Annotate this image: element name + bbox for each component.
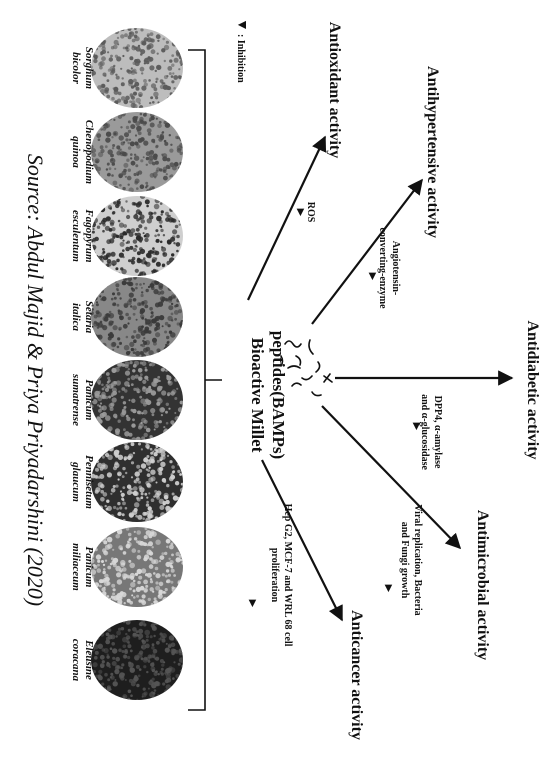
svg-text:DPP4, α-amylase: DPP4, α-amylase	[432, 396, 443, 469]
antihypertensive-title: Antihypertensive activity	[424, 66, 441, 238]
svg-text:and Fungi growth: and Fungi growth	[399, 522, 410, 599]
millet-labels: SorghumbicolorChenopodiumquinoaFagopyrum…	[70, 47, 95, 682]
millet-species: italica	[70, 303, 82, 332]
millet-genus: Sorghum	[83, 47, 95, 90]
antihypertensive-target: Angiotensin- converting-enzyme	[377, 227, 401, 309]
svg-text:Viral replication, Bacteria: Viral replication, Bacteria	[412, 504, 423, 615]
seed-image-3	[89, 194, 184, 278]
arrow-antihypertensive	[312, 180, 422, 324]
millet-genus: Panicum	[83, 547, 95, 588]
svg-text:Antihypertensive activity: Antihypertensive activity	[424, 66, 441, 238]
legend: ▼ : Inhibition	[234, 18, 249, 83]
svg-text:proliferation: proliferation	[269, 548, 280, 603]
anticancer-target: Hep G2, MCF-7 and WRL 68 cell proliferat…	[269, 504, 293, 647]
legend-label: : Inhibition	[235, 34, 246, 83]
millet-species: quinoa	[70, 136, 82, 168]
antioxidant-title: Antioxidant activity	[326, 22, 343, 158]
antimicrobial-target: Viral replication, Bacteria and Fungi gr…	[399, 504, 423, 615]
seed-image-2	[89, 110, 185, 193]
svg-text:Antimicrobial activity: Antimicrobial activity	[474, 510, 491, 660]
source-text: Source: Abdul Majid & Priya Priyadarshin…	[23, 154, 48, 606]
millet-genus: Fagopyrum	[83, 208, 95, 263]
seed-image-1	[89, 26, 185, 110]
antihypertensive-inhibition-icon: ▼	[366, 268, 379, 283]
seed-image-8	[90, 619, 184, 703]
millet-species: bicolor	[70, 52, 82, 84]
millet-species: sumatrense	[70, 373, 82, 426]
svg-text:Antidiabetic activity: Antidiabetic activity	[524, 320, 541, 459]
millet-genus: Setaria	[83, 301, 95, 334]
center-label: Bioactive Millet peptides(BAMPs)	[248, 331, 288, 459]
millet-genus: Panicum	[83, 380, 95, 421]
seed-image-7	[89, 525, 185, 608]
millet-genus: Chenopodium	[83, 120, 95, 185]
anticancer-inhibition-icon: ▼	[246, 595, 259, 610]
antidiabetic-inhibition-icon: ▼	[410, 418, 423, 433]
svg-text:Antioxidant activity: Antioxidant activity	[326, 22, 343, 158]
antioxidant-inhibition-icon: ▼	[294, 204, 307, 219]
svg-text:Angiotensin-: Angiotensin-	[390, 241, 401, 295]
antimicrobial-title: Antimicrobial activity	[474, 510, 491, 660]
svg-text:Hep G2, MCF-7 and WRL 68 cell: Hep G2, MCF-7 and WRL 68 cell	[282, 504, 293, 647]
svg-text:Anticancer activity: Anticancer activity	[348, 610, 365, 740]
inhibition-symbol-icon: ▼	[234, 18, 249, 32]
millet-species: esculentum	[70, 210, 82, 262]
millet-genus: Pennisetum	[83, 455, 95, 509]
millet-species: glaucum	[70, 461, 82, 502]
source-caption: Source: Abdul Majid & Priya Priyadarshin…	[23, 154, 48, 606]
millet-genus: Eleusine	[83, 639, 95, 680]
millet-species: coracana	[70, 639, 82, 682]
millet-species: miliaceum	[70, 543, 82, 591]
seed-image-6	[89, 440, 185, 525]
antimicrobial-inhibition-icon: ▼	[382, 580, 395, 595]
seed-image-4	[89, 275, 184, 359]
millet-seed-column	[89, 26, 186, 703]
seed-image-5	[89, 358, 184, 443]
bracket	[188, 50, 222, 710]
center-line-2: peptides(BAMPs)	[269, 331, 288, 459]
anticancer-title: Anticancer activity	[348, 610, 365, 740]
center-line-1: Bioactive Millet	[248, 338, 267, 453]
antidiabetic-title: Antidiabetic activity	[524, 320, 541, 459]
